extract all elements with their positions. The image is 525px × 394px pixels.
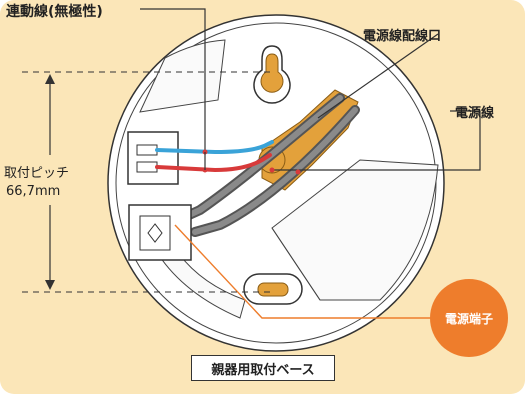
upper-left-opening [139,39,226,113]
leader-power-terminal [174,224,432,319]
slot-bottom-inner [257,282,289,297]
interlock-terminal-slot-2 [136,161,158,173]
leader-dot-power-2 [295,169,301,175]
interlock-wire-label: 連動線(無極性) [6,4,103,20]
power-terminal-badge: 電源端子 [430,279,508,357]
pitch-arrowhead-top [45,74,55,84]
power-terminal-label: 電源端子 [444,311,493,326]
interlock-wire-red [155,153,272,173]
power-wire-outlet-label: 電源線配線口 [363,29,442,44]
lower-right-panel [271,159,439,301]
keyhole-hole-top [260,53,284,93]
leader-power-wire [272,110,481,171]
leader-wire-outlet [317,33,439,119]
interlock-terminal-slot-1 [136,144,158,156]
interlock-wire-blue [155,140,274,155]
pitch-arrowhead-bottom [45,280,55,290]
caption-box: 親器用取付ベース [191,355,335,381]
mount-pitch-title: 取付ピッチ [4,166,70,181]
lower-right-ridge [271,227,321,301]
leader-interlock-wire [140,8,206,152]
leader-dot-power-1 [269,167,275,173]
wire-outlet-plastic [261,89,359,191]
power-cable-2-core [192,107,358,235]
power-wire-label: 電源線 [455,106,495,121]
figure-caption: 親器用取付ベース [211,362,315,378]
interlock-terminal-block [127,131,179,185]
mount-pitch-value: 66,7mm [6,184,61,199]
power-terminal-screw-mark [147,223,163,243]
power-terminal-screw [139,215,171,251]
